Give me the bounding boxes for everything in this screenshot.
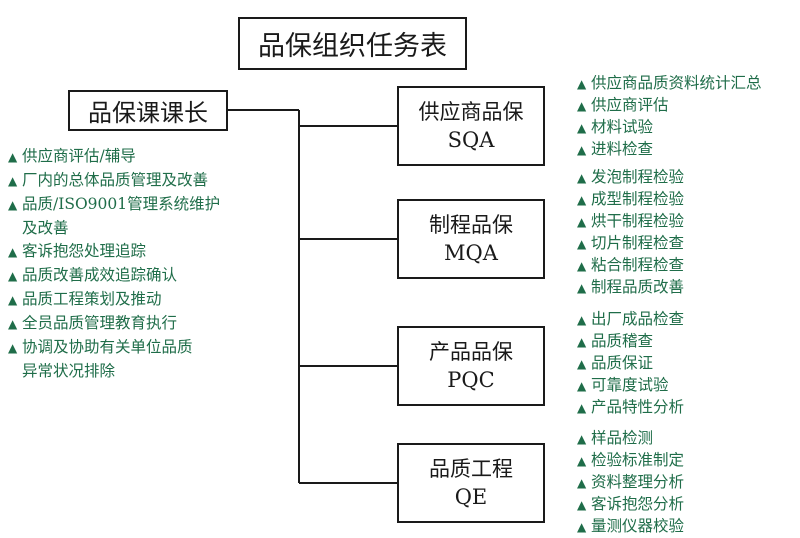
triangle-bullet-icon: ▲ bbox=[577, 357, 587, 371]
chart-title: 品保组织任务表 bbox=[258, 31, 447, 62]
unit-task-item: ▲进料检查 bbox=[577, 139, 762, 161]
leader-box: 品保课课长 bbox=[68, 90, 228, 131]
unit-task-item: ▲供应商评估 bbox=[577, 95, 762, 117]
unit-task-item: ▲出厂成品检查 bbox=[577, 309, 684, 331]
triangle-bullet-icon: ▲ bbox=[8, 269, 18, 283]
triangle-bullet-icon: ▲ bbox=[577, 281, 587, 295]
triangle-bullet-icon: ▲ bbox=[577, 77, 587, 91]
unit-name: 制程品保 bbox=[429, 213, 513, 237]
chart-title-box: 品保组织任务表 bbox=[238, 17, 467, 70]
leader-task-list: ▲供应商评估/辅导 ▲厂内的总体品质管理及改善 ▲品质/ISO9001管理系统维… bbox=[8, 145, 220, 383]
triangle-bullet-icon: ▲ bbox=[8, 293, 18, 307]
unit-box-qe: 品质工程 QE bbox=[397, 443, 545, 523]
unit-task-item: ▲可靠度试验 bbox=[577, 375, 684, 397]
unit-task-list-qe: ▲样品检测 ▲检验标准制定 ▲资料整理分析 ▲客诉抱怨分析 ▲量测仪器校验 bbox=[577, 428, 684, 538]
leader-task-item: ▲品质/ISO9001管理系统维护 bbox=[8, 193, 220, 217]
triangle-bullet-icon: ▲ bbox=[577, 143, 587, 157]
triangle-bullet-icon: ▲ bbox=[8, 317, 18, 331]
unit-box-pqc: 产品品保 PQC bbox=[397, 326, 545, 406]
unit-task-item: ▲烘干制程检验 bbox=[577, 211, 684, 233]
leader-task-item-continuation: 异常状况排除 bbox=[22, 362, 116, 380]
leader-name: 品保课课长 bbox=[88, 99, 208, 127]
triangle-bullet-icon: ▲ bbox=[577, 432, 587, 446]
unit-task-item: ▲检验标准制定 bbox=[577, 450, 684, 472]
triangle-bullet-icon: ▲ bbox=[8, 174, 18, 188]
triangle-bullet-icon: ▲ bbox=[577, 171, 587, 185]
leader-task-item: ▲供应商评估/辅导 bbox=[8, 145, 220, 169]
leader-task-item-continuation: 及改善 bbox=[22, 219, 69, 237]
triangle-bullet-icon: ▲ bbox=[8, 245, 18, 259]
leader-task-item: ▲全员品质管理教育执行 bbox=[8, 312, 220, 336]
unit-task-item: ▲切片制程检查 bbox=[577, 233, 684, 255]
unit-task-list-sqa: ▲供应商品质资料统计汇总 ▲供应商评估 ▲材料试验 ▲进料检查 bbox=[577, 73, 762, 161]
triangle-bullet-icon: ▲ bbox=[577, 237, 587, 251]
unit-code: MQA bbox=[444, 241, 498, 265]
leader-task-item: ▲品质改善成效追踪确认 bbox=[8, 264, 220, 288]
triangle-bullet-icon: ▲ bbox=[577, 313, 587, 327]
unit-task-list-pqc: ▲出厂成品检查 ▲品质稽查 ▲品质保证 ▲可靠度试验 ▲产品特性分析 bbox=[577, 309, 684, 419]
triangle-bullet-icon: ▲ bbox=[577, 259, 587, 273]
leader-task-item: ▲厂内的总体品质管理及改善 bbox=[8, 169, 220, 193]
unit-task-item: ▲产品特性分析 bbox=[577, 397, 684, 419]
unit-name: 产品品保 bbox=[429, 340, 513, 364]
triangle-bullet-icon: ▲ bbox=[577, 215, 587, 229]
unit-task-item: ▲制程品质改善 bbox=[577, 277, 684, 299]
unit-name: 品质工程 bbox=[429, 457, 513, 481]
unit-box-mqa: 制程品保 MQA bbox=[397, 199, 545, 279]
unit-task-item: ▲发泡制程检验 bbox=[577, 167, 684, 189]
leader-task-item: ▲客诉抱怨处理追踪 bbox=[8, 240, 220, 264]
triangle-bullet-icon: ▲ bbox=[8, 341, 18, 355]
unit-task-item: ▲资料整理分析 bbox=[577, 472, 684, 494]
unit-name: 供应商品保 bbox=[418, 100, 524, 124]
triangle-bullet-icon: ▲ bbox=[577, 193, 587, 207]
unit-task-item: ▲粘合制程检查 bbox=[577, 255, 684, 277]
leader-task-item: ▲协调及协助有关单位品质 bbox=[8, 336, 220, 360]
unit-task-item: ▲量测仪器校验 bbox=[577, 516, 684, 538]
triangle-bullet-icon: ▲ bbox=[577, 379, 587, 393]
triangle-bullet-icon: ▲ bbox=[577, 498, 587, 512]
triangle-bullet-icon: ▲ bbox=[577, 335, 587, 349]
unit-task-item: ▲客诉抱怨分析 bbox=[577, 494, 684, 516]
unit-task-item: ▲品质保证 bbox=[577, 353, 684, 375]
leader-task-item: ▲品质工程策划及推动 bbox=[8, 288, 220, 312]
unit-task-item: ▲样品检测 bbox=[577, 428, 684, 450]
triangle-bullet-icon: ▲ bbox=[577, 520, 587, 534]
unit-task-item: ▲供应商品质资料统计汇总 bbox=[577, 73, 762, 95]
triangle-bullet-icon: ▲ bbox=[8, 150, 18, 164]
unit-task-item: ▲材料试验 bbox=[577, 117, 762, 139]
unit-code: SQA bbox=[447, 128, 495, 152]
triangle-bullet-icon: ▲ bbox=[577, 99, 587, 113]
triangle-bullet-icon: ▲ bbox=[577, 401, 587, 415]
unit-code: PQC bbox=[447, 368, 495, 392]
unit-task-item: ▲品质稽查 bbox=[577, 331, 684, 353]
triangle-bullet-icon: ▲ bbox=[8, 198, 18, 212]
triangle-bullet-icon: ▲ bbox=[577, 454, 587, 468]
unit-code: QE bbox=[454, 485, 488, 509]
unit-box-sqa: 供应商品保 SQA bbox=[397, 86, 545, 166]
triangle-bullet-icon: ▲ bbox=[577, 476, 587, 490]
unit-task-list-mqa: ▲发泡制程检验 ▲成型制程检验 ▲烘干制程检验 ▲切片制程检查 ▲粘合制程检查 … bbox=[577, 167, 684, 299]
unit-task-item: ▲成型制程检验 bbox=[577, 189, 684, 211]
triangle-bullet-icon: ▲ bbox=[577, 121, 587, 135]
